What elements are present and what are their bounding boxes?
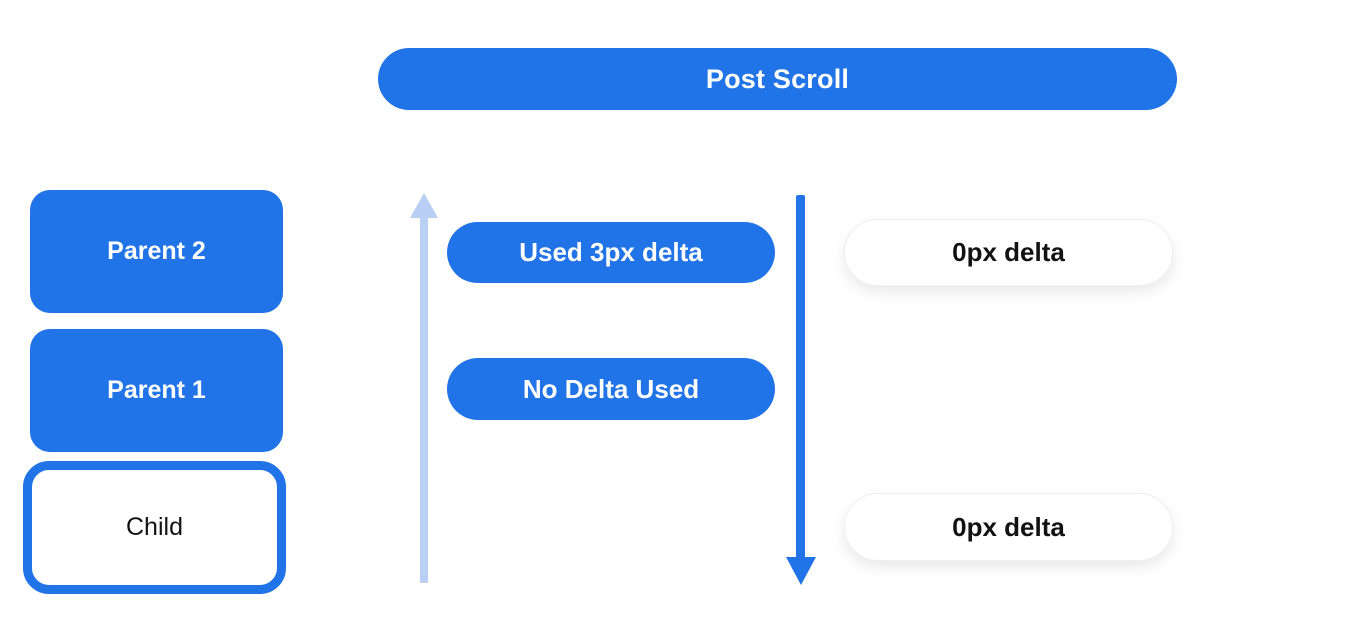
used-delta-label: Used 3px delta — [519, 237, 703, 267]
down-arrow-shaft — [796, 195, 805, 559]
zero-delta-top-label: 0px delta — [952, 237, 1065, 267]
zero-delta-pill-bottom: 0px delta — [845, 494, 1172, 560]
zero-delta-pill-top: 0px delta — [845, 220, 1172, 285]
used-delta-pill: Used 3px delta — [447, 222, 775, 283]
no-delta-pill: No Delta Used — [447, 358, 775, 420]
post-scroll-title: Post Scroll — [705, 63, 850, 94]
zero-delta-bottom-label: 0px delta — [952, 511, 1065, 542]
down-arrow-head — [786, 557, 816, 585]
no-delta-label: No Delta Used — [522, 373, 700, 404]
parent-1-box: Parent 1 — [30, 329, 283, 452]
parent-2-box: Parent 2 — [30, 190, 283, 313]
child-box: Child — [23, 461, 286, 594]
child-label: Child — [126, 513, 183, 541]
parent-2-label: Parent 2 — [107, 237, 206, 265]
up-arrow-head — [410, 193, 438, 218]
post-scroll-header-pill: Post Scroll — [378, 48, 1177, 110]
parent-1-label: Parent 1 — [107, 376, 206, 404]
up-arrow-shaft — [420, 212, 428, 583]
